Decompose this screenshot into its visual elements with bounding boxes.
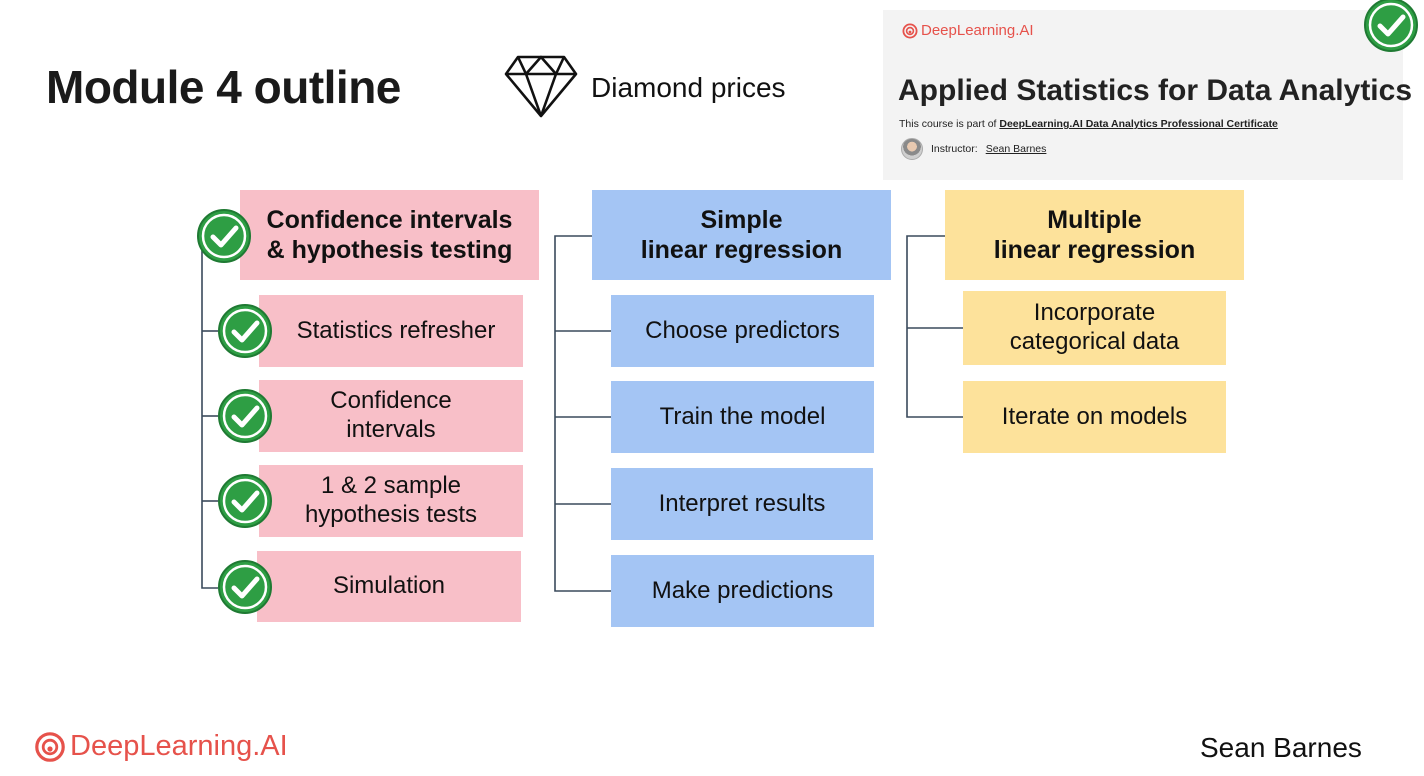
- course-part-line: This course is part of DeepLearning.AI D…: [899, 118, 1278, 130]
- col2-header: Simple linear regression: [592, 190, 891, 280]
- instructor-label: Instructor:: [931, 143, 978, 155]
- deeplearning-logo-icon: [35, 731, 65, 762]
- col2-item-choose-predictors: Choose predictors: [611, 295, 874, 367]
- col2-item-train-model: Train the model: [611, 381, 874, 453]
- check-circle-icon: [218, 304, 272, 358]
- avatar: [901, 138, 923, 160]
- footer-brand: DeepLearning.AI: [34, 730, 288, 763]
- col1-item-simulation: Simulation: [257, 551, 521, 622]
- course-card-brand: DeepLearning.AI: [902, 22, 1034, 39]
- check-circle-icon: [197, 209, 251, 263]
- col2-item-make-predictions: Make predictions: [611, 555, 874, 627]
- col3-item-categorical-data: Incorporate categorical data: [963, 291, 1226, 365]
- course-card: DeepLearning.AI Applied Statistics for D…: [883, 10, 1412, 180]
- check-circle-icon: [218, 389, 272, 443]
- col1-item-confidence-intervals: Confidence intervals: [259, 380, 523, 452]
- col3-item-iterate-models: Iterate on models: [963, 381, 1226, 453]
- col1-item-statistics-refresher: Statistics refresher: [259, 295, 523, 367]
- course-title: Applied Statistics for Data Analytics: [898, 74, 1413, 107]
- check-circle-icon: [218, 474, 272, 528]
- instructor-link[interactable]: Sean Barnes: [985, 143, 1047, 155]
- certificate-link[interactable]: DeepLearning.AI Data Analytics Professio…: [999, 118, 1278, 130]
- col3-header: Multiple linear regression: [945, 190, 1244, 280]
- deeplearning-logo-icon: [902, 23, 918, 38]
- col2-item-interpret-results: Interpret results: [611, 468, 873, 540]
- diamond-icon: [504, 55, 578, 118]
- col1-item-hypothesis-tests: 1 & 2 sample hypothesis tests: [259, 465, 523, 537]
- course-instructor: Instructor: Sean Barnes: [901, 138, 1046, 160]
- check-circle-icon: [1364, 0, 1418, 52]
- slide-title: Module 4 outline: [46, 61, 401, 113]
- footer-brand-name: DeepLearning.AI: [70, 730, 288, 762]
- course-card-brand-name: DeepLearning.AI: [921, 22, 1034, 39]
- col1-header: Confidence intervals & hypothesis testin…: [240, 190, 539, 280]
- check-circle-icon: [218, 560, 272, 614]
- footer-author: Sean Barnes: [1200, 732, 1362, 763]
- tree-line-col2: [554, 235, 611, 592]
- topic-label: Diamond prices: [591, 72, 786, 103]
- course-part-prefix: This course is part of: [899, 118, 997, 130]
